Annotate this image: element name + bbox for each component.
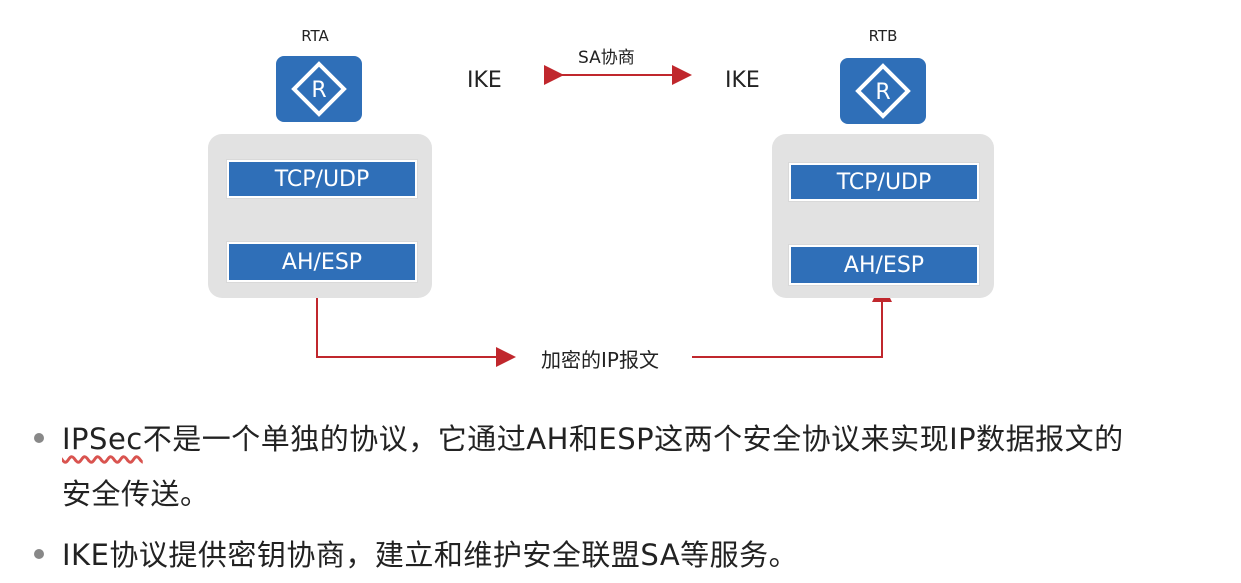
rtb-ah-esp-layer: AH/ESP [788, 244, 980, 286]
bullet-ipsec-text: 不是一个单独的协议，它通过AH和ESP这两个安全协议来实现IP数据报文的 [142, 422, 1124, 456]
bullet-dot [34, 549, 44, 559]
bullet-ipsec-line2: 安全传送。 [62, 477, 210, 511]
ike-left-label: IKE [467, 68, 502, 93]
encrypted-packet-label: 加密的IP报文 [535, 344, 665, 373]
encrypted-path-right [692, 282, 892, 358]
rtb-router: R [840, 58, 926, 124]
rta-label: RTA [301, 27, 329, 45]
ike-right-label: IKE [725, 68, 760, 93]
rta-ah-esp-layer: AH/ESP [226, 241, 418, 283]
ipsec-term: IPSec [62, 422, 143, 456]
bullet-ipsec-line1: IPSec不是一个单独的协议，它通过AH和ESP这两个安全协议来实现IP数据报文… [62, 416, 1232, 458]
svg-text:R: R [311, 78, 326, 103]
rta-tcp-udp-layer: TCP/UDP [226, 159, 418, 199]
sa-negotiation-label: SA协商 [578, 48, 635, 68]
svg-text:R: R [875, 80, 890, 105]
rtb-label: RTB [868, 27, 898, 45]
encrypted-path-left [316, 283, 516, 367]
router-icon: R [291, 61, 347, 117]
rta-router: R [276, 56, 362, 122]
rtb-tcp-udp-layer: TCP/UDP [788, 162, 980, 202]
router-icon: R [855, 63, 911, 119]
bullet-ike: IKE协议提供密钥协商，建立和维护安全联盟SA等服务。 [62, 538, 799, 572]
bullet-dot [34, 433, 44, 443]
